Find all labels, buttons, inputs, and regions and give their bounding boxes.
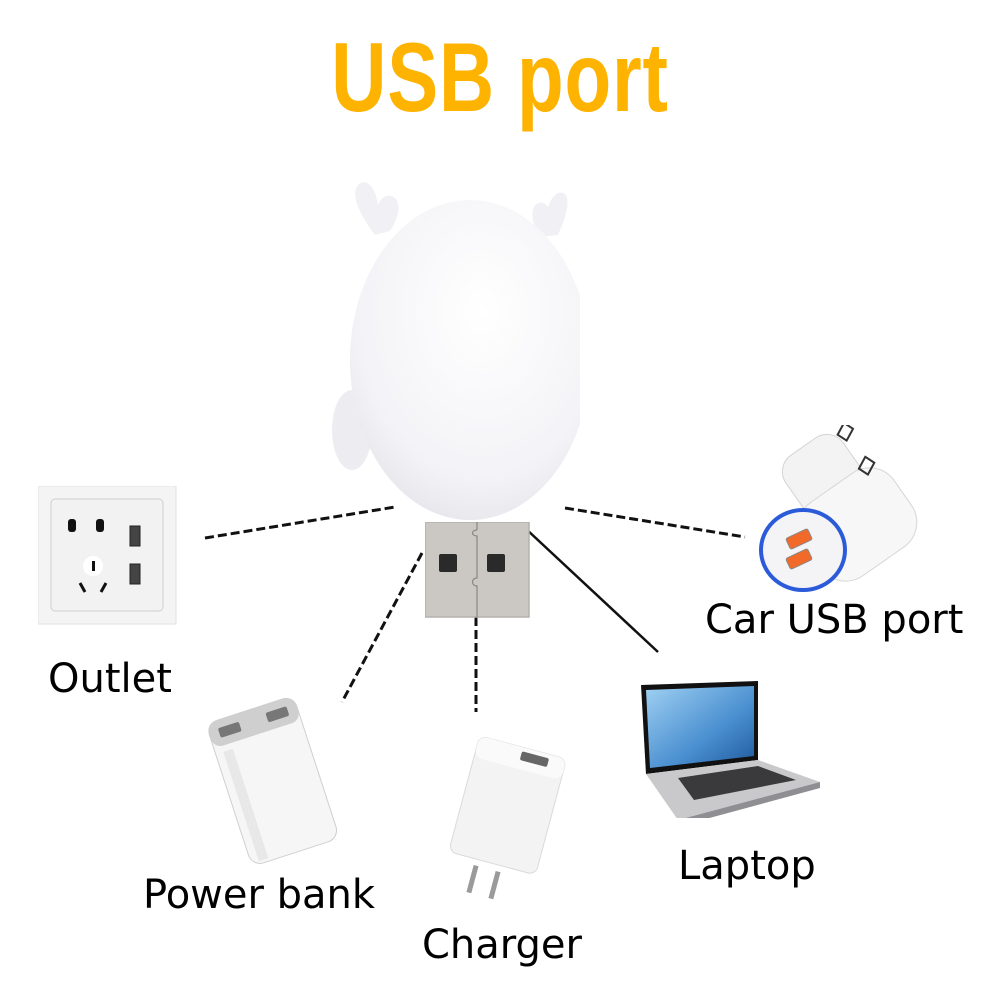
line-to-car-port <box>564 506 746 539</box>
label-power-bank: Power bank <box>143 872 376 918</box>
car-charger-icon <box>759 425 918 592</box>
page-title: USB port <box>331 22 669 132</box>
laptop-icon <box>641 681 820 818</box>
wall-charger-icon <box>449 737 566 900</box>
line-to-power-bank <box>340 552 424 703</box>
usb-plug <box>425 522 530 618</box>
line-to-laptop <box>524 527 659 653</box>
right-antler <box>532 192 568 237</box>
label-outlet: Outlet <box>48 656 172 702</box>
power-bank-icon <box>208 698 338 864</box>
deer-night-light <box>332 182 580 520</box>
label-charger: Charger <box>422 922 582 968</box>
device-car-charger <box>755 425 935 595</box>
device-charger <box>440 735 570 905</box>
label-laptop: Laptop <box>678 843 816 889</box>
label-car-usb-port: Car USB port <box>705 597 964 643</box>
line-to-outlet <box>204 505 396 540</box>
device-laptop <box>638 678 828 818</box>
left-antler <box>355 182 399 235</box>
device-power-bank <box>205 685 345 865</box>
device-outlet <box>38 486 178 626</box>
wall-outlet-icon <box>38 486 177 625</box>
